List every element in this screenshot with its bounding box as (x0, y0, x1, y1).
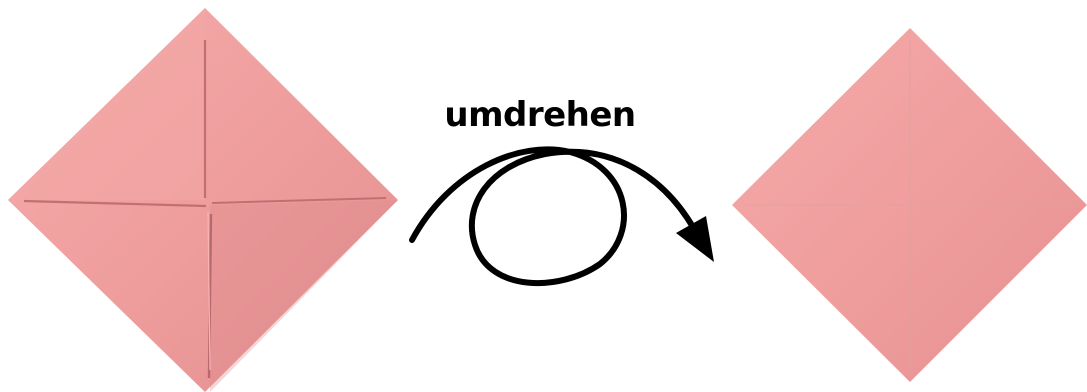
flap-top-left (8, 8, 205, 200)
folded-paper-before (8, 8, 398, 392)
flap-bottom-right (210, 200, 398, 392)
flip-instruction-label: umdrehen (444, 98, 635, 132)
folded-paper-after (732, 28, 1087, 382)
loop-arrow-icon (412, 149, 714, 283)
arrowhead (676, 216, 714, 262)
